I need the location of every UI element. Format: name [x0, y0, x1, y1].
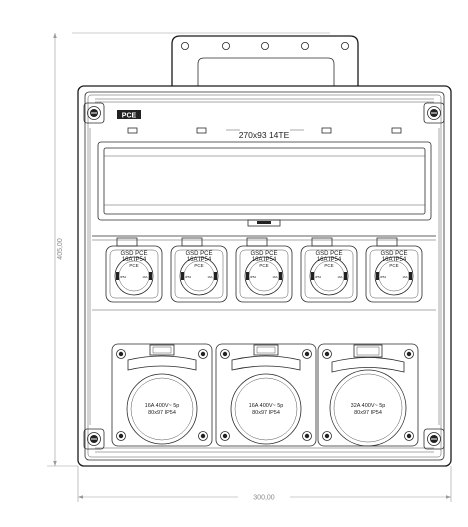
- schuko-socket-label-2: 16A IP54: [317, 257, 342, 263]
- schuko-socket-label-2: 16A IP54: [252, 257, 277, 263]
- din-window-label: 270x93 14TE: [239, 130, 290, 140]
- schuko-socket-note-right: 16A: [402, 275, 407, 279]
- schuko-socket-label-1: GSD PCE: [380, 251, 407, 257]
- schuko-socket-note-left: IP54: [250, 275, 257, 279]
- schuko-socket-note-left: IP54: [315, 275, 322, 279]
- schuko-socket-label-1: GSD PCE: [120, 251, 147, 257]
- handle-hole: [221, 42, 230, 51]
- schuko-socket-brand: PCE: [259, 263, 268, 268]
- cee-socket-label-1: 16A 400V~ 5p: [145, 403, 180, 409]
- width-dimension-label: 300,00: [253, 495, 275, 502]
- schuko-socket-note-left: IP54: [185, 275, 192, 279]
- height-dimension: 405,00: [47, 32, 330, 467]
- din-rail-window: [97, 127, 432, 227]
- cee-socket-label-2: 80x97 IP54: [148, 410, 176, 416]
- enclosure-body: [77, 85, 452, 467]
- schuko-socket-note-right: 16A: [142, 275, 147, 279]
- width-dimension: 300,00: [77, 466, 452, 502]
- cee-socket: 16A 400V~ 5p 80x97 IP54: [215, 343, 317, 447]
- schuko-socket-label-2: 16A IP54: [122, 257, 147, 263]
- schuko-socket-note-left: IP54: [120, 275, 127, 279]
- schuko-socket: GSD PCE 16A IP54 PCE IP54 16A: [300, 237, 358, 303]
- schuko-socket: GSD PCE 16A IP54 PCE IP54 16A: [365, 237, 423, 303]
- schuko-socket-label-2: 16A IP54: [382, 257, 407, 263]
- schuko-socket: GSD PCE 16A IP54 PCE IP54 16A: [105, 237, 163, 303]
- schuko-socket-brand: PCE: [324, 263, 333, 268]
- cee-socket-label-1: 16A 400V~ 5p: [249, 403, 284, 409]
- schuko-socket-label-1: GSD PCE: [185, 251, 212, 257]
- cee-socket: 32A 400V~ 5p 80x97 IP54: [317, 343, 419, 447]
- schuko-socket-note-right: 16A: [272, 275, 277, 279]
- cee-socket-label-1: 32A 400V~ 5p: [351, 403, 386, 409]
- schuko-socket-brand: PCE: [389, 263, 398, 268]
- schuko-socket: GSD PCE 16A IP54 PCE IP54 16A: [170, 237, 228, 303]
- schuko-socket-label-1: GSD PCE: [250, 251, 277, 257]
- schuko-socket-brand: PCE: [194, 263, 203, 268]
- corner-screw: [83, 102, 105, 124]
- handle-hole: [180, 42, 189, 51]
- handle-hole: [340, 42, 349, 51]
- corner-screw: [423, 102, 445, 124]
- handle-hole: [260, 42, 269, 51]
- height-dimension-label: 405,00: [57, 238, 64, 260]
- brand-logo: PCE: [117, 110, 141, 120]
- schuko-socket-label-2: 16A IP54: [187, 257, 212, 263]
- schuko-socket: GSD PCE 16A IP54 PCE IP54 16A: [235, 237, 293, 303]
- handle-hole: [300, 42, 309, 51]
- schuko-socket-label-1: GSD PCE: [315, 251, 342, 257]
- schuko-socket-brand: PCE: [129, 263, 138, 268]
- cee-socket-label-2: 80x97 IP54: [252, 410, 280, 416]
- cee-socket: 16A 400V~ 5p 80x97 IP54: [111, 343, 213, 447]
- carry-handle: [171, 35, 359, 86]
- brand-logo-text: PCE: [122, 113, 137, 120]
- schuko-socket-note-right: 16A: [337, 275, 342, 279]
- cee-socket-label-2: 80x97 IP54: [354, 410, 382, 416]
- corner-screw: [423, 428, 445, 450]
- corner-screw: [83, 428, 105, 450]
- schuko-socket-note-right: 16A: [207, 275, 212, 279]
- schuko-socket-note-left: IP54: [380, 275, 387, 279]
